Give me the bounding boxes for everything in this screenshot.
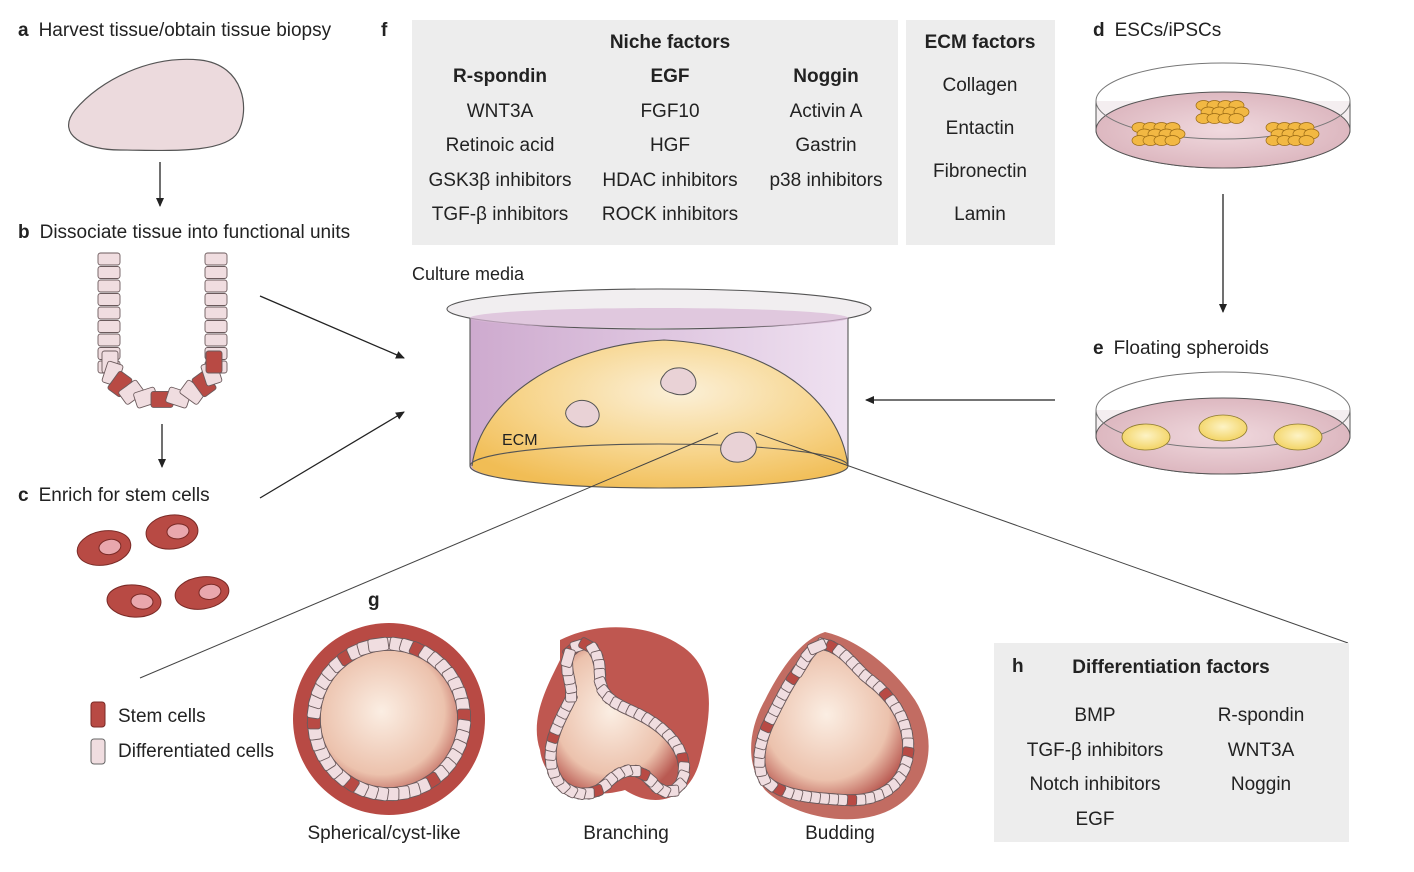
diff-left-item: TGF-β inhibitors (1026, 740, 1164, 761)
step-d-text: ESCs/iPSCs (1114, 20, 1222, 41)
esc-dish (1095, 62, 1351, 169)
zoom-line-right (755, 432, 1349, 644)
step-e-letter: e (1093, 338, 1104, 359)
differentiated-cell (204, 333, 228, 347)
step-c-text: Enrich for stem cells (38, 485, 210, 506)
diff-right-item: R-spondin (1217, 705, 1305, 726)
legend-stem-label: Stem cells (118, 706, 206, 727)
differentiated-cell (204, 279, 228, 293)
organoid-spherical (293, 623, 485, 815)
niche-col3-item: p38 inhibitors (769, 170, 883, 191)
differentiated-cell (560, 647, 576, 668)
niche-col1-item: GSK3β inhibitors (428, 170, 572, 191)
esc-colony-cell (1164, 135, 1181, 146)
culture-media-label: Culture media (412, 264, 525, 284)
ecm-factor-item: Collagen (942, 75, 1018, 96)
niche-col3-header: Noggin (793, 66, 859, 87)
differentiated-cell-swatch (90, 738, 106, 765)
niche-col2-item: FGF10 (640, 101, 700, 122)
differentiated-cell (367, 636, 390, 653)
arrow-c-to-culture (259, 411, 405, 499)
step-a-letter: a (18, 20, 29, 41)
differentiated-cell (204, 252, 228, 266)
niche-factors-title: Niche factors (609, 32, 731, 53)
differentiated-cell (97, 320, 121, 333)
spheroid-dish (1095, 371, 1351, 475)
diff-left-item: EGF (1075, 809, 1115, 830)
ecm-factor-item: Entactin (945, 118, 1015, 139)
differentiated-cell (97, 266, 121, 279)
differentiated-cell (204, 266, 228, 279)
ecm-factor-item: Lamin (954, 204, 1006, 225)
diff-left-item: BMP (1074, 705, 1116, 726)
step-g-letter: g (368, 590, 380, 611)
crypt-unit (97, 252, 228, 409)
step-e-text: Floating spheroids (1113, 338, 1269, 359)
enriched-stem-cells (76, 514, 230, 618)
diff-right-item: WNT3A (1227, 740, 1295, 761)
organoid-budding-label: Budding (805, 823, 875, 844)
niche-col2-item: HGF (649, 135, 691, 156)
tissue-biopsy (68, 58, 245, 152)
organoid-branching-label: Branching (583, 823, 669, 844)
differentiated-cell (204, 320, 228, 333)
niche-col2-item: HDAC inhibitors (602, 170, 738, 191)
step-c-label: c Enrich for stem cells (18, 485, 210, 507)
arrow-b-to-culture (259, 295, 405, 359)
step-f-letter: f (381, 20, 388, 41)
esc-colony-cell (1298, 135, 1315, 146)
ecm-factor-item: Fibronectin (933, 161, 1027, 182)
step-b-letter: b (18, 222, 30, 243)
niche-factors-panel (412, 20, 898, 245)
differentiated-cell (97, 293, 121, 306)
ecm-label: ECM (502, 432, 538, 449)
step-b-label: b Dissociate tissue into functional units (18, 222, 350, 244)
legend-differentiated-label: Differentiated cells (118, 741, 274, 762)
stem-cell-swatch (90, 701, 106, 728)
differentiated-cell (807, 638, 828, 656)
niche-col1-item: WNT3A (466, 101, 534, 122)
niche-col1-header: R-spondin (453, 66, 547, 87)
niche-col2-item: ROCK inhibitors (601, 204, 739, 225)
zoom-line-left (139, 432, 719, 679)
niche-col2-header: EGF (650, 66, 690, 87)
step-b-text: Dissociate tissue into functional units (39, 222, 351, 243)
differentiation-factors-panel (994, 643, 1349, 842)
ecm-factors-panel (906, 20, 1055, 245)
step-e-label: e Floating spheroids (1093, 338, 1269, 360)
organoid-budding (751, 632, 929, 820)
differentiated-cell (204, 293, 228, 306)
culture-dish (446, 288, 872, 489)
stem-cell (205, 350, 223, 374)
diff-right-item: Noggin (1230, 774, 1292, 795)
differentiation-factors-title: Differentiation factors (1072, 657, 1270, 678)
niche-col3-item: Activin A (789, 101, 863, 122)
niche-col3-item: Gastrin (795, 135, 857, 156)
differentiated-cell (204, 306, 228, 320)
esc-colony-cell (1228, 113, 1245, 124)
differentiated-cell (97, 252, 121, 266)
niche-col1-item: Retinoic acid (445, 135, 555, 156)
step-h-letter: h (1012, 656, 1024, 677)
step-d-label: d ESCs/iPSCs (1093, 20, 1221, 42)
step-a-text: Harvest tissue/obtain tissue biopsy (38, 20, 332, 41)
niche-col1-item: TGF-β inhibitors (431, 204, 569, 225)
step-c-letter: c (18, 485, 29, 506)
differentiated-cell (97, 333, 121, 347)
differentiated-cell (97, 306, 121, 320)
step-a-label: a Harvest tissue/obtain tissue biopsy (18, 20, 331, 42)
step-d-letter: d (1093, 20, 1105, 41)
diff-left-item: Notch inhibitors (1029, 774, 1161, 795)
organoid-spherical-label: Spherical/cyst-like (307, 823, 461, 844)
ecm-factors-title: ECM factors (924, 32, 1036, 53)
organoid-branching (536, 627, 709, 801)
differentiated-cell (97, 279, 121, 293)
